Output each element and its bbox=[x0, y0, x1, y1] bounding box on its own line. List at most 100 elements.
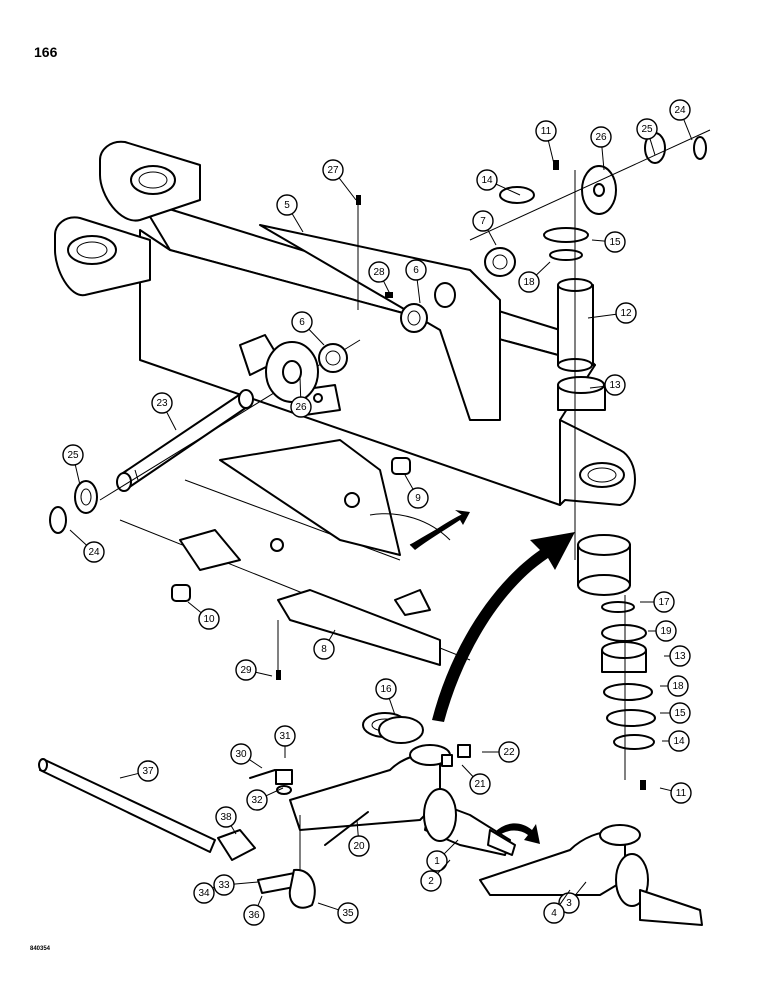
lower-frame bbox=[119, 439, 471, 666]
callout-circle bbox=[426, 850, 448, 872]
callout-label: 32 bbox=[251, 795, 263, 806]
callout-leader bbox=[119, 772, 139, 779]
callout-label: 7 bbox=[480, 216, 486, 227]
callout-label: 14 bbox=[673, 736, 685, 747]
callout-circle bbox=[655, 620, 677, 642]
callout-label: 33 bbox=[218, 880, 230, 891]
callout-circle bbox=[653, 591, 675, 613]
callout-9: 9 bbox=[404, 474, 429, 509]
callout-leader bbox=[495, 183, 521, 196]
callout-circle bbox=[669, 645, 691, 667]
callout-11: 11 bbox=[659, 782, 692, 804]
callout-23: 23 bbox=[151, 392, 177, 431]
callout-leader bbox=[559, 889, 571, 906]
callout-label: 30 bbox=[235, 749, 247, 760]
bushing-6-upper bbox=[400, 303, 428, 333]
callout-label: 20 bbox=[353, 841, 365, 852]
callout-leader bbox=[308, 328, 325, 346]
callout-6: 6 bbox=[291, 311, 325, 346]
callout-8: 8 bbox=[313, 629, 336, 660]
drawing-code: 840354 bbox=[30, 946, 51, 952]
callout-leader bbox=[291, 213, 304, 233]
callout-label: 18 bbox=[523, 277, 535, 288]
axle-beam bbox=[54, 140, 636, 506]
thrust-washer-left bbox=[74, 480, 98, 514]
callout-leader bbox=[589, 385, 606, 389]
callout-leader bbox=[404, 474, 414, 490]
callout-label: 18 bbox=[672, 681, 684, 692]
callout-15: 15 bbox=[591, 231, 626, 253]
steering-knuckle-left bbox=[289, 712, 516, 856]
callout-leader bbox=[74, 464, 81, 486]
callout-label: 26 bbox=[295, 402, 307, 413]
callout-13: 13 bbox=[664, 645, 691, 667]
callout-25: 25 bbox=[62, 444, 84, 486]
callout-label: 11 bbox=[676, 788, 687, 799]
callout-circle bbox=[375, 678, 397, 700]
callout-leader bbox=[249, 759, 263, 769]
callout-circle bbox=[535, 120, 557, 142]
callout-22: 22 bbox=[482, 741, 520, 763]
callout-label: 38 bbox=[220, 812, 232, 823]
callout-16: 16 bbox=[375, 678, 397, 716]
page-number: 166 bbox=[34, 44, 58, 60]
rotation-arrow-small bbox=[410, 510, 470, 550]
callout-17: 17 bbox=[640, 591, 675, 613]
callout-leader bbox=[659, 787, 672, 792]
snap-ring-left bbox=[49, 506, 67, 534]
callout-34: 34 bbox=[193, 882, 219, 904]
callout-leader bbox=[601, 146, 605, 171]
callout-leader bbox=[443, 839, 459, 855]
callout-circle bbox=[235, 659, 257, 681]
callout-circle bbox=[518, 271, 540, 293]
callout-label: 26 bbox=[595, 132, 607, 143]
callout-label: 25 bbox=[641, 124, 653, 135]
bushing-9 bbox=[391, 457, 411, 475]
callout-label: 27 bbox=[327, 165, 339, 176]
callout-leader bbox=[461, 764, 474, 778]
callout-14: 14 bbox=[476, 169, 521, 196]
callout-label: 12 bbox=[620, 308, 632, 319]
callout-circle bbox=[543, 902, 565, 924]
callout-36: 36 bbox=[243, 895, 265, 926]
callout-circle bbox=[230, 743, 252, 765]
callout-circle bbox=[348, 835, 370, 857]
callout-circle bbox=[669, 99, 691, 121]
callout-4: 4 bbox=[543, 889, 571, 924]
callout-35: 35 bbox=[317, 902, 359, 924]
callout-leader bbox=[233, 881, 259, 885]
callout-leader bbox=[535, 261, 551, 276]
callout-leader bbox=[69, 529, 87, 546]
callout-circle bbox=[498, 741, 520, 763]
callout-circle bbox=[472, 210, 494, 232]
callout-circle bbox=[243, 904, 265, 926]
callout-label: 34 bbox=[198, 888, 210, 899]
callout-leader bbox=[356, 819, 359, 837]
callout-circle bbox=[420, 870, 442, 892]
callout-7: 7 bbox=[472, 210, 497, 246]
callout-label: 22 bbox=[503, 747, 515, 758]
callout-leader bbox=[383, 280, 391, 295]
callout-leader bbox=[574, 881, 587, 896]
callout-leader bbox=[265, 787, 284, 797]
grease-fitting-28 bbox=[385, 292, 393, 298]
callout-label: 28 bbox=[373, 267, 385, 278]
callout-circle bbox=[215, 806, 237, 828]
callout-circle bbox=[670, 782, 692, 804]
callout-leader bbox=[338, 177, 357, 201]
callout-circle bbox=[669, 702, 691, 724]
tie-rod bbox=[38, 716, 471, 909]
grease-fitting-27 bbox=[356, 195, 361, 205]
callout-circle bbox=[604, 374, 626, 396]
callout-label: 4 bbox=[551, 908, 557, 919]
callout-label: 10 bbox=[203, 614, 215, 625]
callout-label: 6 bbox=[413, 265, 419, 276]
callout-circle bbox=[604, 231, 626, 253]
callout-circle bbox=[407, 487, 429, 509]
callout-12: 12 bbox=[587, 302, 637, 324]
callout-circle bbox=[193, 882, 215, 904]
callout-label: 23 bbox=[156, 398, 168, 409]
callout-circle bbox=[276, 194, 298, 216]
callout-circle bbox=[636, 118, 658, 140]
